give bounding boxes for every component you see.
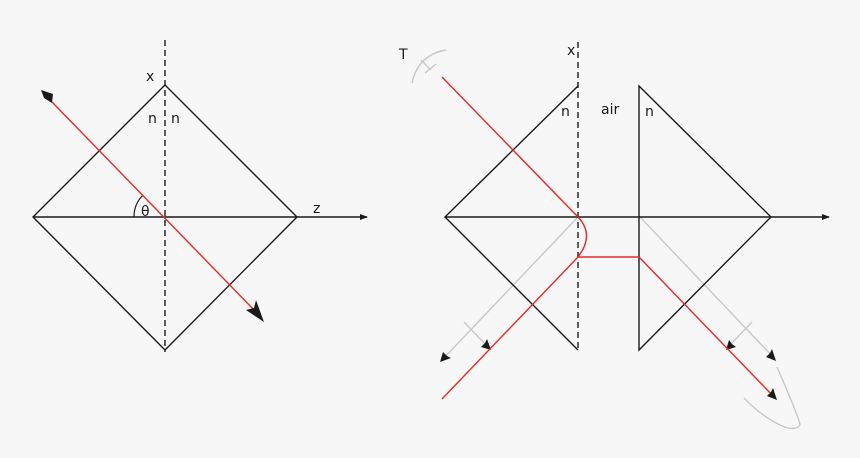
index-n-left: n xyxy=(148,111,157,127)
theta-arc-icon xyxy=(133,194,144,218)
ghost-tick-right xyxy=(727,321,753,348)
ghost-ray-left xyxy=(441,216,579,361)
polarization-label: T xyxy=(398,47,408,63)
polarization-arc-bottom-icon xyxy=(743,366,801,430)
ray-goos-hanchen-shift xyxy=(577,216,588,258)
index-n-left: n xyxy=(561,104,570,120)
ray-end-arrow-icon xyxy=(246,300,264,322)
index-n-right: n xyxy=(645,104,654,120)
right-diagram: T x n air n xyxy=(398,42,830,430)
ray-incident xyxy=(441,76,579,218)
ray-start-arrow-icon xyxy=(41,90,53,103)
x-axis-label: x xyxy=(567,43,575,59)
left-half-prism xyxy=(444,85,579,351)
polarization-tick-top-cap xyxy=(424,63,437,74)
ghost-tick-left xyxy=(463,321,489,348)
polarization-tick-top xyxy=(420,59,432,71)
left-diagram: x z n n θ xyxy=(32,40,368,352)
ghost-right-arrow-icon xyxy=(766,349,776,361)
z-axis-label: z xyxy=(313,201,320,217)
ghost-tick-left-arrow-icon xyxy=(481,339,491,350)
x-axis-label: x xyxy=(146,69,154,85)
polarization-arc-top-icon xyxy=(411,49,447,84)
ray-reflected xyxy=(441,256,579,400)
prism-diamond xyxy=(32,84,298,351)
ghost-tick-right-arrow-icon xyxy=(726,340,736,350)
right-half-prism xyxy=(638,84,772,352)
index-n-right: n xyxy=(171,111,180,127)
ghost-left-arrow-icon xyxy=(440,352,451,362)
angle-theta-label: θ xyxy=(141,204,150,220)
ghost-ray-right xyxy=(639,216,775,359)
gap-air-label: air xyxy=(601,102,619,118)
ray-transmitted xyxy=(638,256,776,399)
ray-transmitted-arrow-icon xyxy=(767,388,777,400)
ray-red xyxy=(51,101,257,313)
